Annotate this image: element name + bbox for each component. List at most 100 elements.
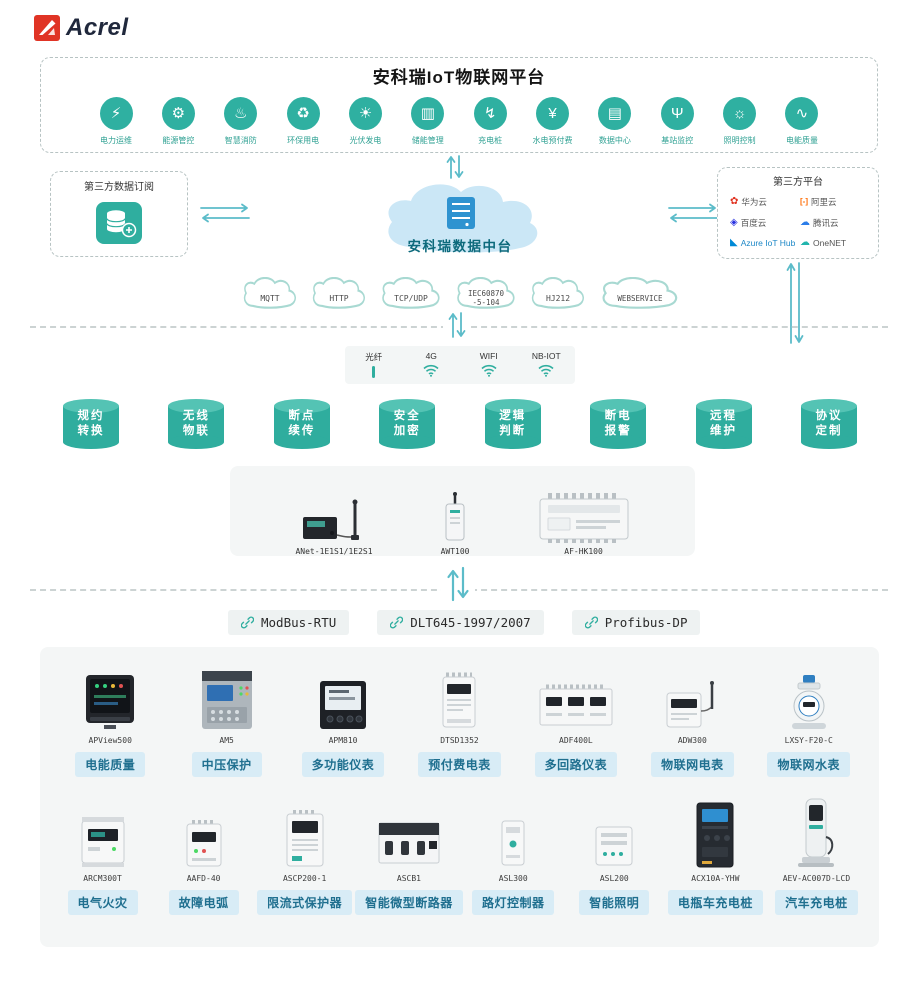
device-model: LXSY-F20-C [784, 736, 833, 745]
apm810-image [318, 667, 368, 731]
data-center-icon: ▤ [598, 97, 632, 130]
gateway-awt100: AWT100 [438, 489, 472, 556]
gateway-anet: ANet-1E1S1/1E2S1 [295, 489, 373, 556]
app-label: 环保用电 [287, 136, 320, 145]
app-charging-pile: ↯ 充电桩 [461, 97, 519, 146]
device-model: ASCP200-1 [282, 874, 327, 883]
protocol-chip-profibus: Profibus-DP [571, 610, 701, 635]
capability-label: 断点 续传 [288, 410, 316, 437]
brand: Acrel [34, 14, 129, 42]
device-arcm300t: ARCM300T 电气火灾 [52, 795, 153, 915]
device-category-chip: 故障电弧 [168, 890, 239, 915]
leftright-arrow-icon [198, 202, 252, 229]
app-energy-mgmt: ⚙ 能源管控 [149, 97, 207, 146]
capability-protocol-conversion: 规约 转换 [62, 397, 120, 449]
platform-box-title: 第三方平台 [773, 177, 823, 188]
vendor-label: 百度云 [740, 218, 767, 228]
protocol-cloud-mqtt: MQTT [240, 277, 300, 311]
lighting-icon: ☼ [723, 97, 757, 130]
device-model: ASL200 [599, 874, 629, 883]
subscription-box-title: 第三方数据订阅 [84, 182, 154, 193]
vendor-huawei-cloud: ✿ 华为云 [730, 196, 796, 208]
protocol-chip-modbus: ModBus-RTU [228, 610, 350, 635]
capability-label: 安全 加密 [393, 410, 421, 437]
device-model: APView500 [88, 736, 132, 745]
anet-image [299, 489, 369, 543]
baidu-cloud-icon: ◈ [730, 217, 738, 228]
connectivity-bar: 光纤 4G WIFI NB-IOT [345, 346, 575, 384]
tencent-cloud-icon: ☁ [800, 217, 810, 228]
protocol-cloud-webservice: WEBSERVICE [597, 277, 683, 311]
capability-label: 规约 转换 [77, 410, 105, 437]
app-label: 充电桩 [478, 136, 503, 145]
gateway-afhk100: AF-HK100 [538, 489, 630, 556]
brand-name: Acrel [66, 14, 129, 41]
bus-protocol-label: DLT645-1997/2007 [410, 615, 531, 630]
vendor-alibaba-cloud: [-] 阿里云 [800, 196, 866, 208]
huawei-cloud-icon: ✿ [730, 196, 739, 207]
alibaba-cloud-icon: [-] [800, 197, 808, 206]
device-model: ASL300 [498, 874, 528, 883]
device-acx10a-yhw: ACX10A-YHW 电瓶车充电桩 [665, 795, 766, 915]
data-hub-label: 安科瑞数据中台 [407, 239, 513, 254]
protocol-label: TCP/UDP [394, 294, 428, 304]
app-prepaid: ¥ 水电预付费 [524, 97, 582, 146]
protocol-cloud-tcpudp: TCP/UDP [378, 277, 444, 311]
acrel-logo-icon [34, 15, 60, 41]
app-label: 电力运维 [100, 136, 132, 145]
vendor-label: 华为云 [741, 197, 767, 207]
leftright-arrow-icon [666, 202, 720, 229]
app-eco-power: ♻ 环保用电 [274, 97, 332, 146]
vendor-onenet: ☁ OneNET [800, 238, 866, 249]
wifi-icon [423, 364, 439, 377]
ev-charger-image [796, 795, 836, 869]
app-label: 光伏发电 [349, 136, 382, 145]
device-category-chip: 限流式保护器 [257, 890, 353, 915]
device-model: AM5 [219, 736, 234, 745]
dtsd1352-image [440, 667, 478, 731]
vendor-azure-iot-hub: ◣ Azure IoT Hub [730, 238, 796, 249]
device-ascp200-1: ASCP200-1 限流式保护器 [254, 795, 355, 915]
capability-remote-maintenance: 远程 维护 [695, 397, 753, 449]
link-icon [390, 616, 404, 629]
protocol-label: MQTT [260, 294, 280, 304]
capability-label: 无线 物联 [182, 410, 210, 437]
capability-label: 逻辑 判断 [499, 410, 527, 437]
app-label: 智慧消防 [224, 136, 257, 145]
device-apm810: APM810 多功能仪表 [285, 667, 401, 777]
wifi-icon [481, 364, 497, 377]
base-station-icon: Ψ [660, 97, 694, 130]
gateway-model: AF-HK100 [564, 547, 603, 556]
conn-label: NB-IOT [531, 351, 561, 361]
bus-protocol-label: ModBus-RTU [261, 615, 337, 630]
device-aafd-40: AAFD-40 故障电弧 [153, 795, 254, 915]
device-model: AEV-AC007D-LCD [782, 874, 851, 883]
vendor-tencent-cloud: ☁ 腾讯云 [800, 217, 866, 229]
apview500-image [84, 667, 136, 731]
afhk100-image [538, 489, 630, 543]
protocol-label: IEC60870 [467, 289, 505, 299]
app-label: 储能管理 [411, 136, 444, 145]
device-category-chip: 多回路仪表 [534, 752, 618, 777]
protocol-cloud-iec104: IEC60870 -5-104 [453, 277, 519, 311]
protocol-cloud-row: MQTT HTTP TCP/UDP IEC60870 -5-104 HJ212 … [240, 277, 683, 311]
gateway-model: AWT100 [440, 547, 470, 556]
app-lighting: ☼ 照明控制 [711, 97, 769, 146]
device-category-chip: 物联网水表 [767, 752, 850, 777]
gateway-panel: ANet-1E1S1/1E2S1 AWT100 [230, 466, 695, 556]
device-model: DTSD1352 [440, 736, 479, 745]
smart-fire-icon: ♨ [224, 97, 258, 130]
device-lxsy-f20-c: LXSY-F20-C 物联网水表 [751, 667, 867, 777]
device-category-chip: 预付费电表 [418, 752, 501, 777]
device-row-2: ARCM300T 电气火灾 AAFD-40 故障电弧 [40, 795, 879, 915]
third-party-platform-box: 第三方平台 ✿ 华为云 [-] 阿里云 ◈ 百度云 ☁ 腾讯云 ◣ Azure … [717, 167, 879, 259]
device-model: APM810 [328, 736, 358, 745]
device-category-chip: 汽车充电桩 [775, 890, 858, 915]
vendor-grid: ✿ 华为云 [-] 阿里云 ◈ 百度云 ☁ 腾讯云 ◣ Azure IoT Hu… [718, 188, 878, 249]
protocol-cloud-hj212: HJ212 [528, 277, 588, 311]
conn-wifi: WIFI [460, 346, 518, 384]
adf400l-image [538, 667, 614, 731]
device-category-chip: 电气火灾 [67, 890, 138, 915]
bus-protocol-row: ModBus-RTU DLT645-1997/2007 Profibus-DP [228, 610, 701, 635]
